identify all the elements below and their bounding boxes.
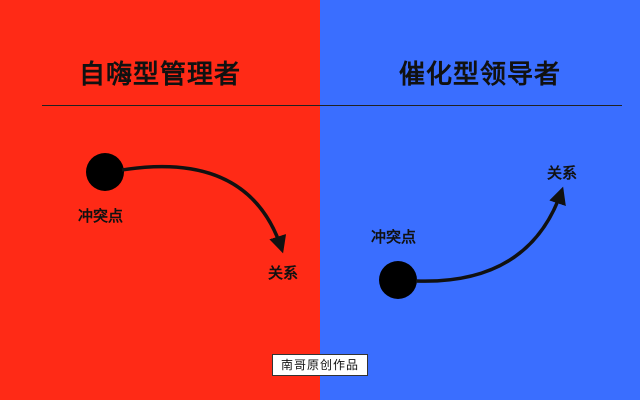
watermark-stamp: 南哥原创作品 [272, 354, 368, 376]
left-descending-arrow [121, 165, 287, 254]
right-panel [320, 0, 640, 400]
left-title: 自嗨型管理者 [0, 54, 320, 91]
right-end-label: 关系 [547, 164, 578, 182]
left-start-label: 冲突点 [78, 207, 124, 225]
left-conflict-point [86, 153, 124, 191]
left-title-text: 自嗨型管理者 [78, 60, 241, 90]
left-panel [0, 0, 320, 400]
left-divider-line [42, 105, 320, 106]
left-end-label: 关系 [268, 264, 299, 282]
right-title: 催化型领导者 [398, 60, 561, 90]
right-start-label: 冲突点 [371, 228, 417, 246]
right-conflict-point [379, 261, 417, 299]
right-divider-line [320, 105, 622, 106]
right-ascending-arrow [415, 186, 566, 283]
